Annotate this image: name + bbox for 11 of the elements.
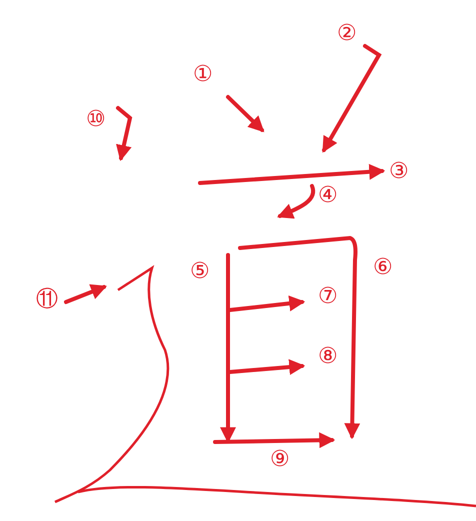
callout-number: ② bbox=[337, 22, 357, 46]
callout-number: ⑤ bbox=[190, 260, 210, 284]
callout-number: ⑩ bbox=[86, 108, 106, 132]
callout-number: ⑧ bbox=[318, 345, 338, 369]
callout-number: ① bbox=[193, 63, 213, 87]
callout-number: ⑦ bbox=[318, 285, 338, 309]
callout-number: ⑪ bbox=[36, 288, 58, 312]
callout-number: ⑨ bbox=[270, 448, 290, 472]
callout-number: ③ bbox=[389, 160, 409, 184]
callout-number: ⑥ bbox=[373, 256, 393, 280]
callout-number: ④ bbox=[318, 184, 338, 208]
